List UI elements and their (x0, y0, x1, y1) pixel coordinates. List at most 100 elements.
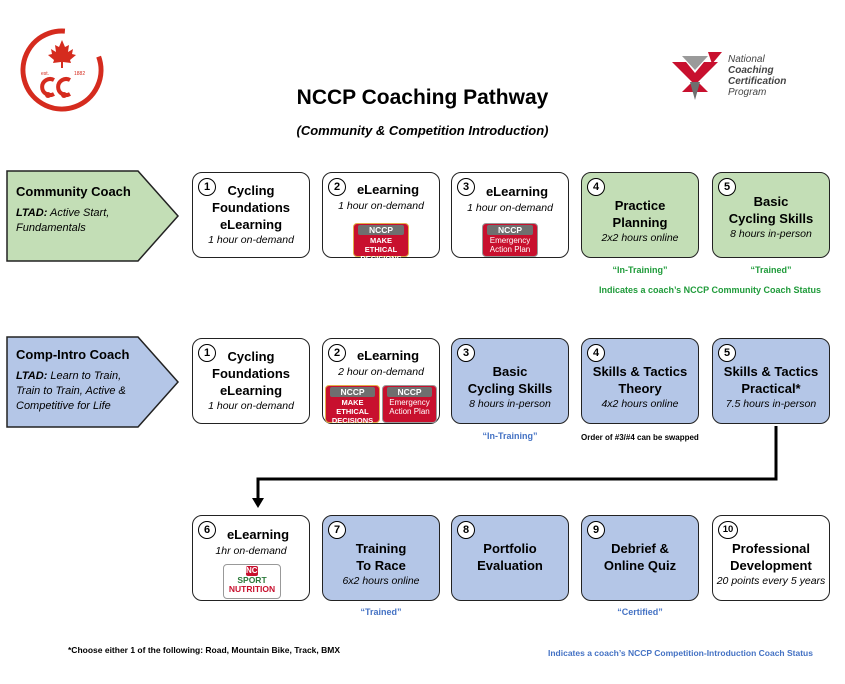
step-title-line2: Online Quiz (603, 558, 677, 573)
badge-line1: Emergency (389, 398, 430, 407)
step-title-line1: eLearning (356, 348, 420, 363)
step-number: 5 (718, 178, 736, 196)
community-status-in-training: “In-Training” (612, 265, 668, 275)
badge-line3: DECISIONS (331, 416, 374, 425)
badge-nccp: NCCP (330, 387, 375, 397)
step-subtitle: 2x2 hours online (601, 232, 679, 244)
comp-intro-coach-title: Comp-Intro Coach (16, 347, 130, 362)
step-title-line1: Training (355, 541, 407, 556)
nccp-logo-line2: Coaching (728, 65, 774, 76)
cycling-canada-logo-icon: est. 1882 (20, 28, 104, 112)
nccp-logo-icon (672, 52, 722, 100)
discipline-footnote: *Choose either 1 of the following: Road,… (68, 645, 341, 655)
community-status-trained: “Trained” (750, 265, 792, 275)
step-title-line2: Cycling Skills (728, 211, 814, 226)
step-subtitle: 1 hour on-demand (467, 202, 553, 214)
step-title-line2: Foundations (212, 200, 290, 215)
community-step-5: 5 Basic Cycling Skills 8 hours in-person (712, 172, 830, 258)
badge-line2: ETHICAL (364, 245, 398, 254)
comp-intro-step-3: 3 Basic Cycling Skills 8 hours in-person (451, 338, 569, 424)
step-subtitle: 1 hour on-demand (338, 200, 424, 212)
badge-line1: SPORT (237, 575, 267, 585)
swap-note: Order of #3/#4 can be swapped (581, 433, 699, 442)
comp-intro-step-9: 9 Debrief & Online Quiz (581, 515, 699, 601)
comp-intro-step-1: 1 Cycling Foundations eLearning 1 hour o… (192, 338, 310, 424)
community-ltad-line2: Fundamentals (16, 222, 86, 234)
badge-line2: NUTRITION (228, 584, 276, 594)
step-title-line2: Planning (612, 215, 668, 230)
comp-intro-step-2: 2 eLearning 2 hour on-demand NCCP MAKE E… (322, 338, 440, 425)
step-title-line1: Basic (753, 194, 789, 209)
badge-nccp: NCCP (487, 225, 533, 235)
step-subtitle: 8 hours in-person (469, 398, 551, 410)
step-title-line1: Practice (614, 198, 666, 213)
step-title-line1: eLearning (356, 182, 420, 197)
step-number: 1 (198, 178, 216, 196)
step-number: 3 (457, 178, 475, 196)
make-ethical-decisions-badge-icon: NCCP MAKE ETHICAL DECISIONS (325, 385, 380, 425)
community-arrow-shape (6, 170, 180, 262)
step-number: 2 (328, 178, 346, 196)
step-number: 4 (587, 178, 605, 196)
badge-line1: MAKE (369, 236, 393, 245)
step-subtitle: 1 hour on-demand (208, 400, 294, 412)
step-title-line1: eLearning (485, 184, 549, 199)
comp-intro-ltad-line2: Train to Train, Active & (16, 385, 126, 397)
step-title-line1: Cycling (227, 183, 275, 198)
step-title-line2: To Race (356, 558, 406, 573)
step-title-line1: Skills & Tactics (592, 364, 688, 379)
step-title-line2: Foundations (212, 366, 290, 381)
comp-intro-status-note: Indicates a coach’s NCCP Competition-Int… (548, 648, 813, 658)
step-number: 3 (457, 344, 475, 362)
community-step-2: 2 eLearning 1 hour on-demand NCCP MAKE E… (322, 172, 440, 263)
step-subtitle: 1 hour on-demand (208, 234, 294, 246)
community-ltad-line1: Active Start, (50, 207, 110, 219)
community-ltad-prefix: LTAD: (16, 207, 48, 219)
nccp-logo-line4: Program (728, 87, 767, 98)
step-number: 9 (587, 521, 605, 539)
step-title-line1: Portfolio (483, 541, 537, 556)
emergency-action-plan-badge-icon: NCCP Emergency Action Plan (482, 223, 538, 257)
step-number: 6 (198, 521, 216, 539)
step-subtitle: 6x2 hours online (342, 575, 420, 587)
comp-intro-step-5: 5 Skills & Tactics Practical* 7.5 hours … (712, 338, 830, 424)
badge-line1: Emergency (489, 236, 531, 245)
community-coach-label: Community Coach LTAD: Active Start, Fund… (6, 170, 180, 262)
comp-intro-status-in-training: “In-Training” (482, 431, 538, 441)
step-title-line1: Debrief & (611, 541, 669, 556)
nccp-logo-text: National Coaching Certification Program (728, 54, 786, 98)
make-ethical-decisions-badge-icon: NCCP MAKE ETHICAL DECISIONS (353, 223, 409, 263)
step-title-line1: eLearning (226, 527, 290, 542)
step-title-line1: Skills & Tactics (723, 364, 819, 379)
step-title-line2: Theory (618, 381, 662, 396)
step-title-line1: Cycling (227, 349, 275, 364)
step-subtitle: 8 hours in-person (730, 228, 812, 240)
badge-nccp: NCCP (387, 387, 432, 397)
step-subtitle: 1hr on-demand (215, 545, 287, 557)
step-subtitle: 7.5 hours in-person (725, 398, 817, 410)
comp-intro-step-7: 7 Training To Race 6x2 hours online (322, 515, 440, 601)
community-status-note: Indicates a coach’s NCCP Community Coach… (598, 285, 822, 295)
step-title-line2: Development (730, 558, 812, 573)
step-number: 8 (457, 521, 475, 539)
badge-line1: MAKE (341, 398, 364, 407)
cc-est-text: est. (41, 71, 49, 77)
community-coach-title: Community Coach (16, 184, 131, 199)
step-title-line2: Cycling Skills (467, 381, 553, 396)
step-number: 10 (718, 521, 738, 539)
cc-year-text: 1882 (74, 71, 85, 77)
step-subtitle: 20 points every 5 years (716, 575, 826, 587)
step-title-line1: Professional (731, 541, 811, 556)
step-title-line2: Practical* (741, 381, 801, 396)
badge-nccp: NCCP (246, 566, 269, 576)
sport-nutrition-badge-icon: NCCP SPORT NUTRITION (223, 564, 281, 599)
step-number: 5 (718, 344, 736, 362)
comp-intro-step-10: 10 Professional Development 20 points ev… (712, 515, 830, 601)
step-subtitle: 4x2 hours online (601, 398, 679, 410)
step-number: 2 (328, 344, 346, 362)
comp-intro-step-8: 8 Portfolio Evaluation (451, 515, 569, 601)
community-step-4: 4 Practice Planning 2x2 hours online (581, 172, 699, 258)
comp-intro-ltad-prefix: LTAD: (16, 370, 48, 382)
step-number: 7 (328, 521, 346, 539)
comp-intro-status-trained: “Trained” (360, 607, 402, 617)
